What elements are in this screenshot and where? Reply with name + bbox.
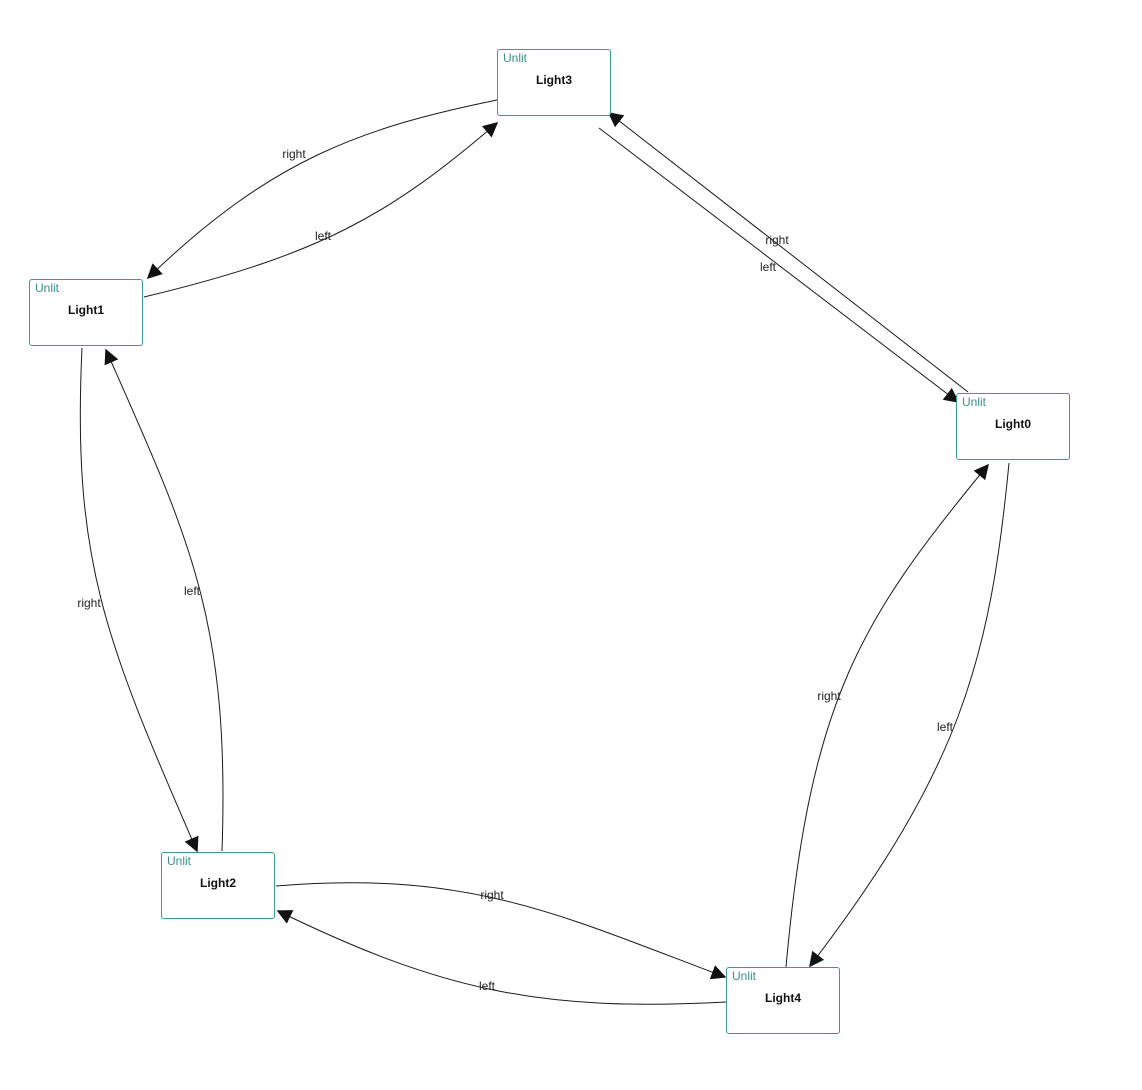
node-state-label: Unlit	[35, 281, 60, 295]
edge-label-light0-light3: right	[765, 233, 789, 247]
node-name-label: Light1	[68, 303, 104, 317]
edge-light2-light4[interactable]	[275, 882, 727, 980]
edge-label-light1-light3: left	[315, 229, 332, 243]
edge-label-light1-light2: right	[77, 596, 101, 610]
edge-label-light3-light0: left	[760, 260, 777, 274]
edge-light0-light4[interactable]	[809, 462, 1010, 968]
edge-light1-light3[interactable]	[143, 122, 499, 298]
edge-label-light4-light0: right	[817, 689, 841, 703]
node-light0[interactable]: Unlit Light0	[956, 393, 1070, 460]
node-state-label: Unlit	[167, 854, 192, 868]
node-name-label: Light3	[536, 73, 572, 87]
node-name-label: Light0	[995, 417, 1031, 431]
node-state-label: Unlit	[962, 395, 987, 409]
edge-light4-light0[interactable]	[785, 463, 989, 968]
node-name-label: Light2	[200, 876, 236, 890]
node-light2[interactable]: Unlit Light2	[161, 852, 275, 919]
node-light1[interactable]: Unlit Light1	[29, 279, 143, 346]
edge-light4-light2[interactable]	[276, 910, 727, 1005]
edge-label-light4-light2: left	[479, 979, 496, 993]
edge-label-light3-light1: right	[282, 147, 306, 161]
node-state-label: Unlit	[503, 51, 528, 65]
edge-light0-light3[interactable]	[607, 112, 969, 393]
edge-light1-light2[interactable]	[79, 347, 199, 853]
node-light4[interactable]: Unlit Light4	[726, 967, 840, 1034]
edge-light3-light1[interactable]	[146, 99, 498, 280]
node-light3[interactable]: Unlit Light3	[497, 49, 611, 116]
edge-light2-light1[interactable]	[104, 348, 224, 852]
edge-label-light0-light4: left	[937, 720, 954, 734]
node-name-label: Light4	[765, 991, 801, 1005]
edge-label-light2-light4: right	[480, 888, 504, 902]
edge-light3-light0[interactable]	[598, 127, 960, 403]
node-state-label: Unlit	[732, 969, 757, 983]
edge-label-light2-light1: left	[184, 584, 201, 598]
